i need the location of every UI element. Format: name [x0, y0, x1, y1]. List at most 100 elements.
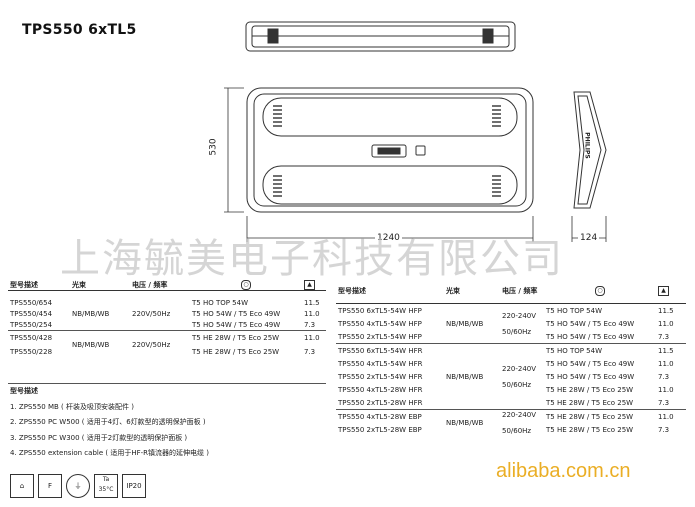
table-row: TPS550 4xTL5-28W HFR T5 HE 28W / T5 Eco … [336, 383, 686, 396]
vent-slots [273, 105, 501, 197]
weight-cell: 7.3 [658, 398, 670, 407]
table-row: TPS550 2xTL5-54W HFR T5 HO 54W / T5 Eco … [336, 370, 686, 383]
accessory-notes: 型号描述 1. ZPS550 MB ( 杆装及吸顶安装配件 ) 2. ZPS55… [10, 384, 209, 462]
right-product-table: 型号描述 光束 电压 / 频率 ○ ▲ TPS550 6xTL5-54W HFP… [336, 279, 686, 436]
lamp-cell: T5 HO TOP 54W [546, 306, 603, 315]
model-cell: TPS550/228 [10, 348, 53, 356]
table-row: TPS550/428 NB/MB/WB 220V/50Hz T5 HE 28W … [8, 330, 326, 359]
lamp-cell: T5 HE 28W / T5 Eco 25W [192, 348, 280, 356]
front-view-drawing [246, 87, 534, 213]
lamp-cell: T5 HO 54W / T5 Eco 49W [546, 359, 635, 368]
right-table-header: 型号描述 光束 电压 / 频率 ○ ▲ [336, 279, 686, 304]
device-label: PHILIPS [583, 132, 591, 159]
model-cell: TPS550 4xTL5-28W EBP [336, 409, 444, 423]
lamp-cell: T5 HO 54W / T5 Eco 49W [546, 332, 635, 341]
lamp-cell: T5 HO 54W / T5 Eco 49W [546, 372, 635, 381]
beam-cell: NB/MB/WB [444, 343, 500, 410]
dimension-lines [224, 87, 607, 242]
f-mark-icon: F [38, 474, 62, 498]
lamp-icon-header: ○ [190, 279, 302, 291]
model-cell: TPS550 2xTL5-28W EBP [338, 425, 422, 434]
weight-cell: 11.0 [658, 319, 674, 328]
model-cell: TPS550 2xTL5-28W HFR [338, 398, 423, 407]
model-cell: TPS550 2xTL5-54W HFR [338, 372, 423, 381]
note-item: 1. ZPS550 MB ( 杆装及吸顶安装配件 ) [10, 402, 134, 411]
weight-cell: 7.3 [304, 320, 316, 329]
header-voltage: 电压 / 频率 [500, 279, 544, 304]
voltage-cell: 220V/50Hz [132, 309, 171, 318]
lamp-cell: T5 HE 28W / T5 Eco 25W [546, 398, 634, 407]
table-row: TPS550/254 T5 HO 54W / T5 Eco 49W 7.3 [8, 319, 326, 331]
lamp-icon: ○ [595, 286, 605, 296]
depth-dimension-label: 124 [578, 233, 600, 243]
left-product-table: 型号描述 光束 电压 / 频率 ○ ▲ TPS550/654 T5 HO TOP… [8, 279, 326, 359]
model-cell: TPS550 4xTL5-54W HFP [338, 319, 422, 328]
lamp-cell: T5 HE 28W / T5 Eco 25W [544, 409, 656, 423]
note-item: 4. ZPS550 extension cable ( 适用于HF-R镇流器的延… [10, 449, 209, 457]
weight-cell: 11.5 [656, 343, 686, 357]
weight-cell: 7.3 [658, 332, 670, 341]
table-row: TPS550/228 T5 HE 28W / T5 Eco 25W 7.3 [8, 345, 326, 359]
width-dimension-label: 1240 [375, 233, 402, 243]
left-table-header: 型号描述 光束 电压 / 频率 ○ ▲ [8, 279, 326, 291]
weight-cell: 11.0 [304, 309, 320, 318]
table-row: TPS550 4xTL5-54W HFP T5 HO 54W / T5 Eco … [336, 317, 686, 330]
beam-cell: NB/MB/WB [70, 330, 130, 359]
height-dimension-label: 530 [208, 138, 219, 156]
weight-cell: 11.0 [302, 330, 326, 345]
lamp-cell: T5 HO 54W / T5 Eco 49W [192, 320, 281, 329]
table-row: TPS550 4xTL5-54W HFR T5 HO 54W / T5 Eco … [336, 357, 686, 370]
house-icon: ⌂ [10, 474, 34, 498]
model-cell: TPS550 4xTL5-54W HFR [338, 359, 423, 368]
notes-heading: 型号描述 [10, 387, 38, 395]
table-row: TPS550 2xTL5-54W HFP T5 HO 54W / T5 Eco … [336, 330, 686, 344]
table-row: TPS550/654 T5 HO TOP 54W 11.5 [8, 297, 326, 308]
header-model: 型号描述 [8, 279, 70, 291]
model-cell: TPS550 4xTL5-28W HFR [338, 385, 423, 394]
weight-cell: 7.3 [658, 425, 670, 434]
model-cell: TPS550 6xTL5-54W HFR [336, 343, 444, 357]
lamp-cell: T5 HE 28W / T5 Eco 25W [546, 425, 634, 434]
header-model: 型号描述 [336, 279, 444, 304]
weight-icon-header: ▲ [302, 279, 326, 291]
certification-icons: ⌂ F ⏚ Ta 35°C IP20 [10, 474, 150, 500]
header-beam: 光束 [70, 279, 130, 291]
beam-cell: NB/MB/WB [72, 309, 110, 318]
lamp-cell: T5 HO TOP 54W [544, 343, 656, 357]
header-beam: 光束 [444, 279, 500, 304]
model-cell: TPS550 6xTL5-54W HFP [338, 306, 422, 315]
model-cell: TPS550/254 [10, 320, 53, 329]
lamp-cell: T5 HO TOP 54W [192, 298, 249, 307]
watermark: 上海毓美电子科技有限公司 [60, 236, 564, 282]
beam-cell: NB/MB/WB [446, 319, 484, 328]
lamp-cell: T5 HE 28W / T5 Eco 25W [190, 330, 302, 345]
note-item: 2. ZPS550 PC W500 ( 适用于4灯、6灯款型的透明保护面板 ) [10, 418, 206, 426]
note-item: 3. ZPS550 PC W300 ( 适用于2灯款型的透明保护面板 ) [10, 433, 188, 442]
model-cell: TPS550 2xTL5-54W HFP [338, 332, 422, 341]
beam-cell: NB/MB/WB [444, 409, 500, 436]
lamp-cell: T5 HO 54W / T5 Eco 49W [192, 309, 281, 318]
model-cell: TPS550/654 [10, 298, 53, 307]
weight-cell: 11.5 [304, 298, 320, 307]
lamp-icon-header: ○ [544, 279, 656, 304]
lamp-cell: T5 HE 28W / T5 Eco 25W [546, 385, 634, 394]
weight-cell: 7.3 [304, 348, 316, 356]
voltage-cell: 220V/50Hz [130, 330, 190, 359]
weight-icon: ▲ [304, 279, 315, 290]
weight-icon: ▲ [658, 286, 669, 296]
table-row: TPS550 2xTL5-28W HFR T5 HE 28W / T5 Eco … [336, 396, 686, 410]
weight-cell: 11.0 [658, 359, 674, 368]
lamp-cell: T5 HO 54W / T5 Eco 49W [546, 319, 635, 328]
model-cell: TPS550/428 [8, 330, 70, 345]
table-row: TPS550/454 NB/MB/WB 220V/50Hz T5 HO 54W … [8, 308, 326, 319]
model-cell: TPS550/454 [10, 309, 53, 318]
product-title: TPS550 6xTL5 [22, 22, 137, 38]
weight-cell: 7.3 [658, 372, 670, 381]
weight-cell: 11.5 [658, 306, 674, 315]
